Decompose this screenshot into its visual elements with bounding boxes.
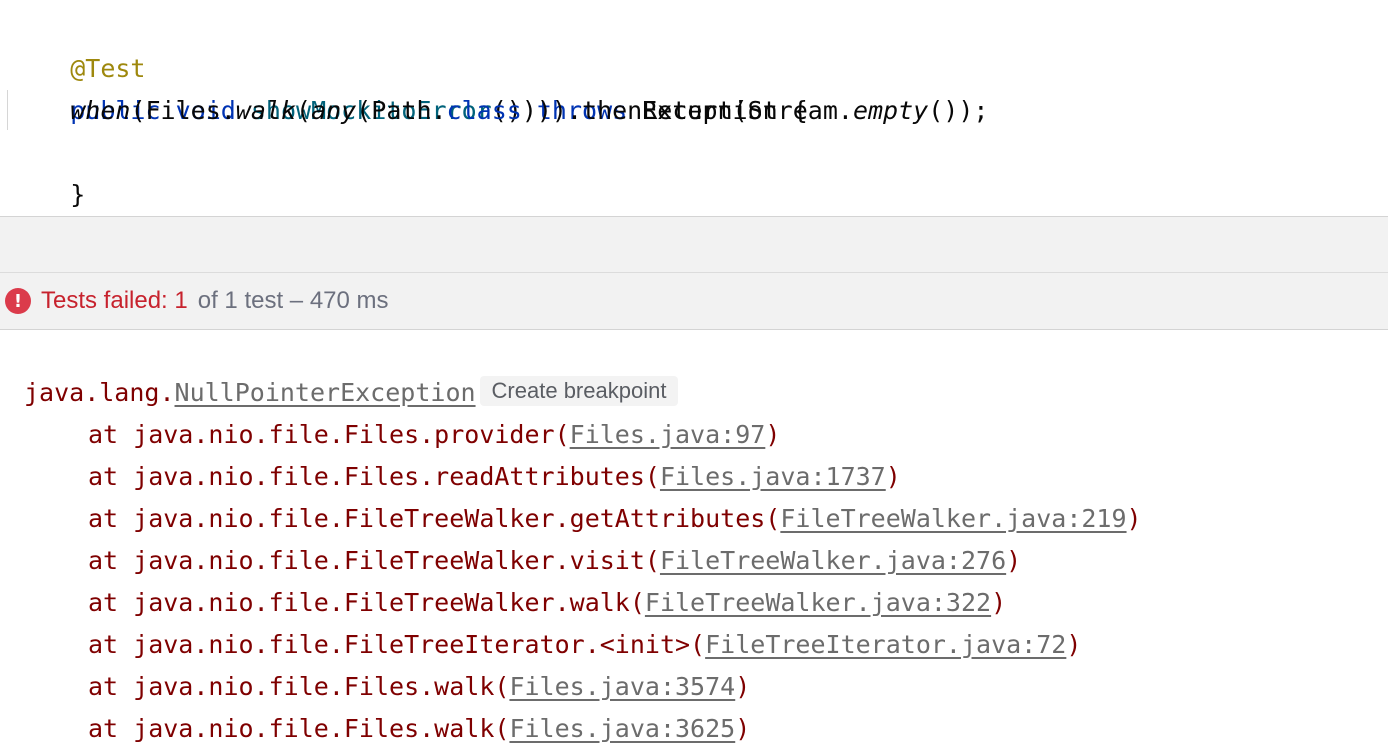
close-brace: } [70, 180, 86, 209]
frame-text: at java.nio.file.Files.walk( [88, 714, 510, 743]
frame-source-link[interactable]: Files.java:97 [569, 420, 766, 449]
frame-text: at java.nio.file.FileTreeWalker.visit( [88, 546, 660, 575]
tests-failed-label: Tests failed: 1 [41, 287, 188, 314]
stack-frame: at java.nio.file.FileTreeWalker.walk(Fil… [88, 582, 1006, 624]
frame-source-link[interactable]: Files.java:1737 [659, 462, 886, 491]
frame-suffix: ) [885, 462, 901, 491]
stack-frame: at java.nio.file.Files.walk(Files.java:3… [88, 666, 750, 708]
method-parens: () [491, 96, 522, 125]
stack-frame: at java.nio.file.FileTreeWalker.getAttri… [88, 498, 1142, 540]
call-any: any [311, 96, 357, 125]
indent-guide [7, 90, 8, 130]
exception-type: Exception [642, 96, 778, 125]
frame-text: at java.nio.file.Files.walk( [88, 672, 510, 701]
code-editor[interactable]: @Test public void showMockitoError() thr… [0, 0, 1388, 216]
keyword-public: public [70, 96, 161, 125]
exception-prefix: java.lang. [24, 378, 175, 407]
open-brace: { [792, 96, 808, 125]
frame-source-link[interactable]: Files.java:3574 [509, 672, 736, 701]
frame-suffix: ) [735, 672, 751, 701]
code-text-3: (Path. [356, 96, 447, 125]
frame-suffix: ) [991, 588, 1007, 617]
frame-text: at java.nio.file.Files.readAttributes( [88, 462, 660, 491]
stack-frame: at java.nio.file.Files.walk(Files.java:3… [88, 708, 750, 750]
method-name: showMockitoError [250, 96, 492, 125]
code-line-close[interactable]: } [10, 132, 85, 209]
exception-link[interactable]: NullPointerException [174, 378, 476, 407]
stack-frame: at java.nio.file.Files.readAttributes(Fi… [88, 456, 901, 498]
tests-summary: of 1 test – 470 ms [197, 287, 389, 314]
frame-suffix: ) [765, 420, 781, 449]
frame-source-link[interactable]: FileTreeWalker.java:219 [780, 504, 1127, 533]
error-icon: ! [5, 288, 31, 314]
frame-source-link[interactable]: FileTreeIterator.java:72 [705, 630, 1067, 659]
frame-text: at java.nio.file.FileTreeWalker.walk( [88, 588, 645, 617]
keyword-class: class [446, 96, 522, 125]
code-line-signature[interactable]: public void showMockitoError() throws Ex… [10, 48, 808, 125]
frame-suffix: ) [1066, 630, 1082, 659]
code-line-annotation[interactable]: @Test [10, 6, 145, 83]
test-status-bar: ! Tests failed: 1 of 1 test – 470 ms [0, 272, 1388, 330]
call-walk: walk [235, 96, 297, 125]
code-text-4: ))).thenReturn(Stream. [521, 96, 853, 125]
code-line-body[interactable]: when(Files.walk(any(Path.class))).thenRe… [10, 90, 988, 132]
stack-frame: at java.nio.file.FileTreeIterator.<init>… [88, 624, 1081, 666]
frame-suffix: ) [1006, 546, 1022, 575]
keyword-throws: throws [536, 96, 628, 125]
indent [10, 96, 70, 125]
frame-source-link[interactable]: FileTreeWalker.java:276 [659, 546, 1007, 575]
frame-source-link[interactable]: Files.java:3625 [509, 714, 736, 743]
call-when: when [70, 96, 131, 125]
keyword-void: void [175, 96, 236, 125]
code-text-2: ( [296, 96, 312, 125]
frame-suffix: ) [735, 714, 751, 743]
create-breakpoint-button[interactable]: Create breakpoint [479, 376, 679, 406]
panel-toolbar [0, 216, 1388, 273]
frame-suffix: ) [1126, 504, 1142, 533]
frame-text: at java.nio.file.FileTreeWalker.getAttri… [88, 504, 781, 533]
stack-frame: at java.nio.file.FileTreeWalker.visit(Fi… [88, 540, 1021, 582]
code-text-5: ()); [928, 96, 989, 125]
code-text-1: (Files. [130, 96, 236, 125]
annotation-test: @Test [70, 54, 146, 83]
stack-frame: at java.nio.file.Files.provider(Files.ja… [88, 414, 780, 456]
frame-source-link[interactable]: FileTreeWalker.java:322 [644, 588, 992, 617]
call-empty: empty [852, 96, 929, 125]
frame-text: at java.nio.file.Files.provider( [88, 420, 570, 449]
frame-text: at java.nio.file.FileTreeIterator.<init>… [88, 630, 706, 659]
